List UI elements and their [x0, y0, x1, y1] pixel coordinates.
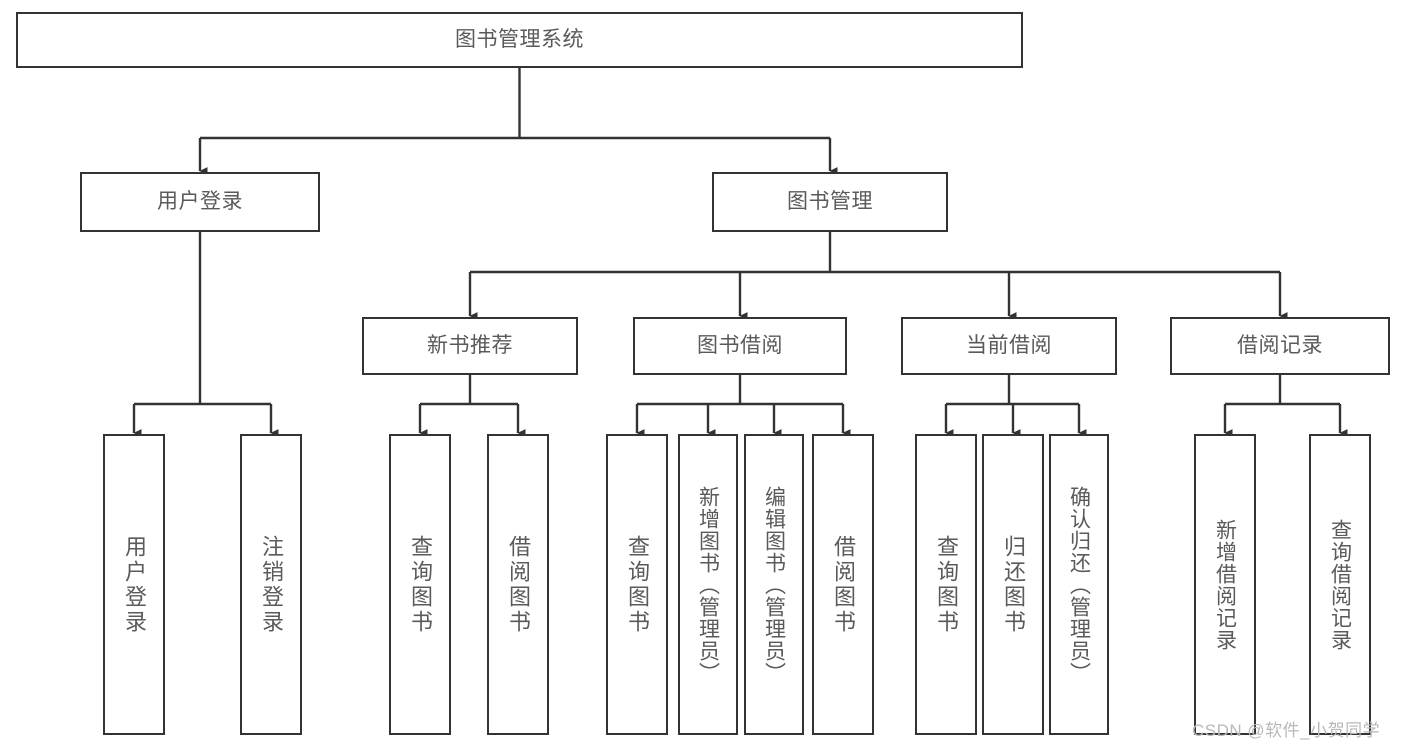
- connector-lines: [132, 68, 1348, 437]
- node-label: 借阅记录: [1237, 333, 1323, 357]
- node-label: 图书管理系统: [455, 27, 584, 51]
- node-l4[interactable]: 借阅图书: [487, 434, 549, 735]
- node-l6[interactable]: 新增图书（管理员）: [678, 434, 738, 735]
- node-login[interactable]: 用户登录: [80, 172, 320, 232]
- node-l9[interactable]: 查询图书: [915, 434, 977, 735]
- node-label: 借阅图书: [506, 534, 531, 635]
- node-l1[interactable]: 用户登录: [103, 434, 165, 735]
- node-l12[interactable]: 新增借阅记录: [1194, 434, 1256, 735]
- node-l13[interactable]: 查询借阅记录: [1309, 434, 1371, 735]
- node-borrow[interactable]: 图书借阅: [633, 317, 847, 375]
- node-label: 新增图书（管理员）: [696, 485, 720, 684]
- node-records[interactable]: 借阅记录: [1170, 317, 1390, 375]
- node-label: 查询图书: [625, 534, 650, 635]
- node-label: 编辑图书（管理员）: [762, 485, 786, 684]
- node-l7[interactable]: 编辑图书（管理员）: [744, 434, 804, 735]
- node-label: 图书管理: [787, 189, 873, 213]
- node-l10[interactable]: 归还图书: [982, 434, 1044, 735]
- node-current[interactable]: 当前借阅: [901, 317, 1117, 375]
- node-label: 新增借阅记录: [1213, 518, 1237, 651]
- node-label: 借阅图书: [831, 534, 856, 635]
- node-label: 新书推荐: [427, 333, 513, 357]
- node-label: 确认归还（管理员）: [1067, 485, 1091, 684]
- node-bookmgmt[interactable]: 图书管理: [712, 172, 948, 232]
- watermark-text: CSDN @软件_小贺同学: [1192, 721, 1381, 740]
- node-root[interactable]: 图书管理系统: [16, 12, 1023, 68]
- node-l2[interactable]: 注销登录: [240, 434, 302, 735]
- node-newbook[interactable]: 新书推荐: [362, 317, 578, 375]
- node-l11[interactable]: 确认归还（管理员）: [1049, 434, 1109, 735]
- node-label: 归还图书: [1001, 534, 1026, 635]
- node-label: 用户登录: [122, 534, 147, 635]
- node-label: 查询借阅记录: [1328, 518, 1352, 651]
- node-label: 注销登录: [259, 534, 284, 635]
- node-l3[interactable]: 查询图书: [389, 434, 451, 735]
- node-label: 图书借阅: [697, 333, 783, 357]
- node-l8[interactable]: 借阅图书: [812, 434, 874, 735]
- node-label: 当前借阅: [966, 333, 1052, 357]
- node-label: 查询图书: [408, 534, 433, 635]
- node-label: 用户登录: [157, 189, 243, 213]
- node-label: 查询图书: [934, 534, 959, 635]
- node-l5[interactable]: 查询图书: [606, 434, 668, 735]
